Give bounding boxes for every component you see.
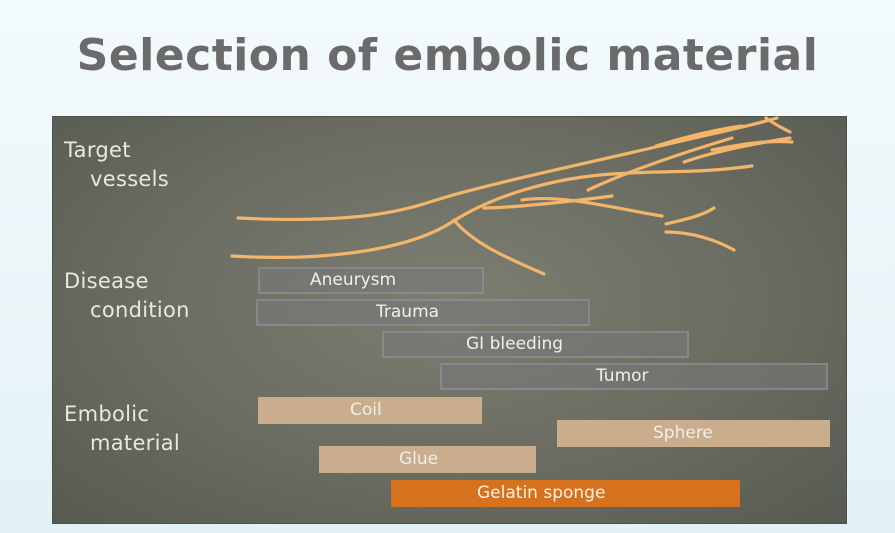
slide-title: Selection of embolic material [0,30,895,81]
disease-bar-aneurysm: Aneurysm [258,267,484,294]
row-label-line: Embolic [64,400,180,429]
row-label-line: condition [64,296,190,325]
row-label-line: Target [64,136,169,165]
vessel-branch-tip-6 [766,118,790,132]
material-bar-coil: Coil [258,397,482,424]
diagram-panel: Target vessels Disease condition Embolic… [52,116,847,524]
row-label-embolic-material: Embolic material [64,400,180,458]
row-label-line: material [64,429,180,458]
vessel-branch-mid-twig [522,199,662,216]
disease-bar-tumor: Tumor [440,363,828,390]
material-bar-sphere: Sphere [557,420,830,447]
vessel-branch-tip-5 [666,232,734,250]
row-label-line: vessels [64,165,169,194]
vessel-branch-tip-4 [666,208,714,224]
disease-bar-gi-bleeding: GI bleeding [382,331,689,358]
row-label-disease-condition: Disease condition [64,267,190,325]
disease-bar-trauma: Trauma [256,299,590,326]
vessel-branch-lower [454,220,544,274]
material-bar-gelatin-sponge: Gelatin sponge [391,480,740,507]
row-label-target-vessels: Target vessels [64,136,169,194]
material-bar-glue: Glue [319,446,536,473]
row-label-line: Disease [64,267,190,296]
vessel-trunk-lower [232,166,752,257]
